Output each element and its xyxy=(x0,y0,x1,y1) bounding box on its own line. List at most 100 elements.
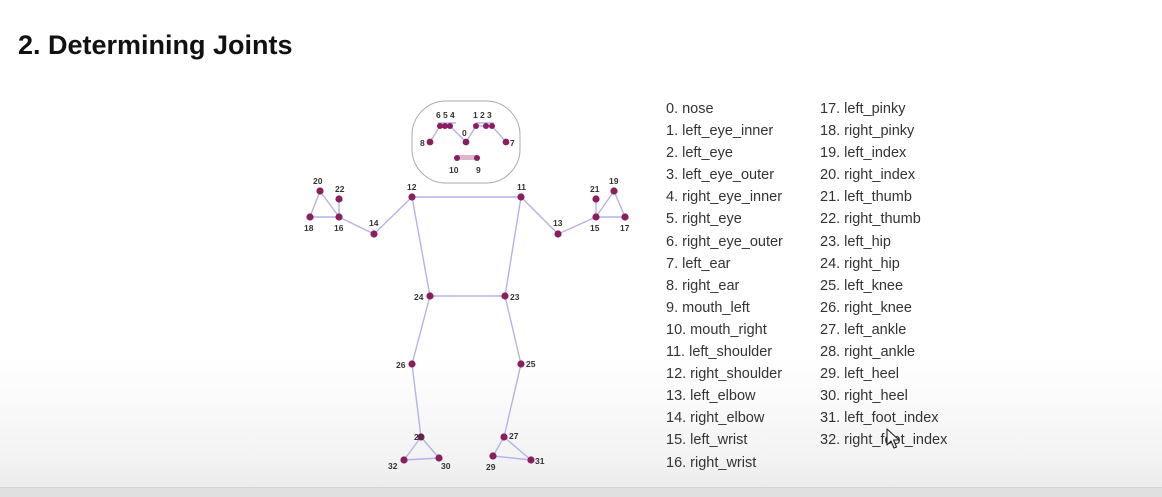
joint-23-left-hip xyxy=(501,292,509,300)
label-j28: 28 xyxy=(414,432,424,442)
label-j10: 10 xyxy=(449,165,459,175)
legend-item: 30. right_heel xyxy=(820,388,908,405)
page-title: 2. Determining Joints xyxy=(18,30,293,60)
joint-7-left-ear xyxy=(502,138,510,146)
joint-27-left-ankle xyxy=(500,433,508,441)
legend-item: 9. mouth_left xyxy=(666,299,750,316)
legend-item: 8. right_ear xyxy=(666,277,740,294)
label-j19: 19 xyxy=(609,176,619,186)
joint-8-right-ear xyxy=(426,138,434,146)
joint-29-left-heel xyxy=(489,452,497,460)
legend-item: 13. left_elbow xyxy=(666,388,756,405)
label-j3: 3 xyxy=(487,110,492,120)
joint-22-right-thumb xyxy=(335,195,343,203)
label-j30: 30 xyxy=(441,461,451,471)
joint-28-right-ankle xyxy=(417,433,425,441)
joints xyxy=(306,123,629,464)
legend-item: 20. right_index xyxy=(820,167,916,184)
joint-30-right-heel xyxy=(435,454,443,462)
legend-item: 32. right_foot_index xyxy=(820,432,948,449)
label-j6: 6 xyxy=(436,110,441,120)
body-connections xyxy=(309,190,626,461)
label-j11: 11 xyxy=(517,182,526,192)
joint-17-left-pinky xyxy=(621,213,629,221)
legend-item: 19. left_index xyxy=(820,145,907,162)
joint-25-left-knee xyxy=(517,360,525,368)
label-j4: 4 xyxy=(450,110,455,120)
legend-item: 24. right_hip xyxy=(820,255,900,272)
legend-item: 25. left_knee xyxy=(820,277,904,294)
joint-0-nose xyxy=(462,138,470,146)
legend-item: 18. right_pinky xyxy=(820,123,915,140)
legend-item: 16. right_wrist xyxy=(666,454,757,471)
label-j18: 18 xyxy=(304,223,314,233)
label-j1: 1 xyxy=(473,110,478,120)
label-j22: 22 xyxy=(335,184,345,194)
bottom-bar xyxy=(0,487,1162,497)
label-j7: 7 xyxy=(510,138,515,148)
joint-19-left-index xyxy=(610,187,618,195)
label-j21: 21 xyxy=(590,184,600,194)
legend-item: 5. right_eye xyxy=(666,211,742,228)
joint-16-right-wrist xyxy=(335,213,343,221)
legend-item: 1. left_eye_inner xyxy=(666,123,774,140)
joint-32-right-foot-index xyxy=(400,456,408,464)
label-j31: 31 xyxy=(535,456,545,466)
joint-24-right-hip xyxy=(426,292,434,300)
label-j13: 13 xyxy=(553,218,563,228)
label-j25: 25 xyxy=(526,359,536,369)
label-j5: 5 xyxy=(443,110,448,120)
label-j14: 14 xyxy=(369,218,379,228)
legend-item: 12. right_shoulder xyxy=(666,366,783,383)
label-j17: 17 xyxy=(620,223,630,233)
label-j29: 29 xyxy=(486,462,496,472)
label-j26: 26 xyxy=(396,360,406,370)
label-j0: 0 xyxy=(462,128,467,138)
legend-item: 15. left_wrist xyxy=(666,432,748,449)
legend-item: 28. right_ankle xyxy=(820,344,916,361)
legend-item: 21. left_thumb xyxy=(820,189,912,206)
legend-item: 31. left_foot_index xyxy=(820,410,939,427)
legend-item: 0. nose xyxy=(666,101,714,117)
legend-item: 4. right_eye_inner xyxy=(666,189,783,206)
legend-item: 17. left_pinky xyxy=(820,101,906,117)
landmark-legend-column-1: 0. nose 1. left_eye_inner 2. left_eye 3.… xyxy=(666,98,783,474)
legend-item: 7. left_ear xyxy=(666,255,731,272)
joint-15-left-wrist xyxy=(592,213,600,221)
legend-item: 23. left_hip xyxy=(820,233,891,250)
legend-item: 22. right_thumb xyxy=(820,211,921,228)
joint-13-left-elbow xyxy=(554,230,562,238)
legend-item: 6. right_eye_outer xyxy=(666,233,783,250)
joint-1-left-eye-inner xyxy=(473,123,479,129)
label-j12: 12 xyxy=(407,182,417,192)
legend-item: 11. left_shoulder xyxy=(666,344,773,361)
label-j27: 27 xyxy=(509,431,519,441)
legend-item: 26. right_knee xyxy=(820,299,912,316)
label-j2: 2 xyxy=(480,110,485,120)
pose-landmark-diagram: 0 1 2 3 4 5 6 7 8 9 10 11 12 13 14 15 16… xyxy=(304,100,630,472)
joint-6-right-eye-outer xyxy=(437,123,443,129)
label-j32: 32 xyxy=(388,461,398,471)
joint-12-right-shoulder xyxy=(408,193,416,201)
joint-9-mouth-left xyxy=(474,155,480,161)
legend-item: 29. left_heel xyxy=(820,366,900,383)
joint-labels: 0 1 2 3 4 5 6 7 8 9 10 11 12 13 14 15 16… xyxy=(304,110,630,472)
mouse-pointer-icon xyxy=(886,428,900,449)
legend-item: 27. left_ankle xyxy=(820,321,907,338)
legend-item: 14. right_elbow xyxy=(666,410,765,427)
legend-item: 2. left_eye xyxy=(666,145,733,162)
joint-18-right-pinky xyxy=(306,213,314,221)
joint-14-right-elbow xyxy=(370,230,378,238)
joint-2-left-eye xyxy=(483,123,489,129)
label-j15: 15 xyxy=(590,223,600,233)
label-j16: 16 xyxy=(334,223,344,233)
label-j24: 24 xyxy=(414,292,424,302)
legend-item: 3. left_eye_outer xyxy=(666,167,775,184)
joint-31-left-foot-index xyxy=(527,456,535,464)
legend-item: 10. mouth_right xyxy=(666,321,767,338)
joint-11-left-shoulder xyxy=(517,193,525,201)
label-j9: 9 xyxy=(476,165,481,175)
joint-21-left-thumb xyxy=(592,195,600,203)
landmark-legend-column-2: 17. left_pinky 18. right_pinky 19. left_… xyxy=(820,98,947,452)
joint-26-right-knee xyxy=(408,360,416,368)
